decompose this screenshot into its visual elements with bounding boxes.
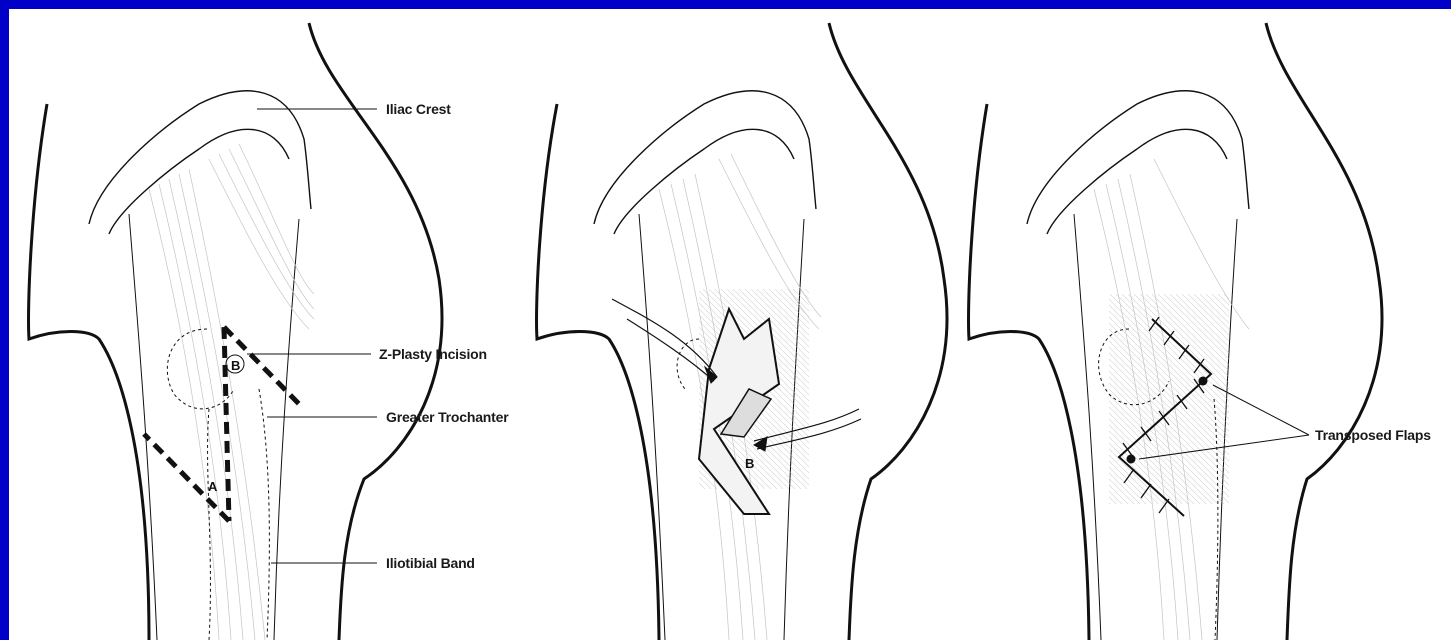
- panel-1-flap-a: A: [208, 479, 218, 494]
- label-iliac-crest: Iliac Crest: [386, 101, 451, 117]
- label-transposed-flaps: Transposed Flaps: [1315, 427, 1431, 443]
- panel-1-flap-b: B: [231, 358, 240, 373]
- panel-2-flap-b: B: [745, 456, 754, 471]
- panel-1-front-outline: [29, 104, 149, 640]
- label-z-plasty-incision: Z-Plasty Incision: [379, 346, 487, 362]
- panel-1-z-incision: [144, 327, 299, 521]
- panel-1-iliac-crest: [89, 91, 311, 224]
- z-plasty-diagram: A B Iliac Crest Z-Plasty Incision Greate…: [9, 9, 1451, 640]
- label-iliotibial-band: Iliotibial Band: [386, 555, 475, 571]
- label-greater-trochanter: Greater Trochanter: [386, 409, 509, 425]
- panel-1-incision-marking: [29, 23, 442, 640]
- panel-2-flap-elevation: [537, 23, 947, 640]
- panel-3-transposed-closure: [969, 23, 1382, 640]
- illustration-frame: A B Iliac Crest Z-Plasty Incision Greate…: [9, 9, 1451, 640]
